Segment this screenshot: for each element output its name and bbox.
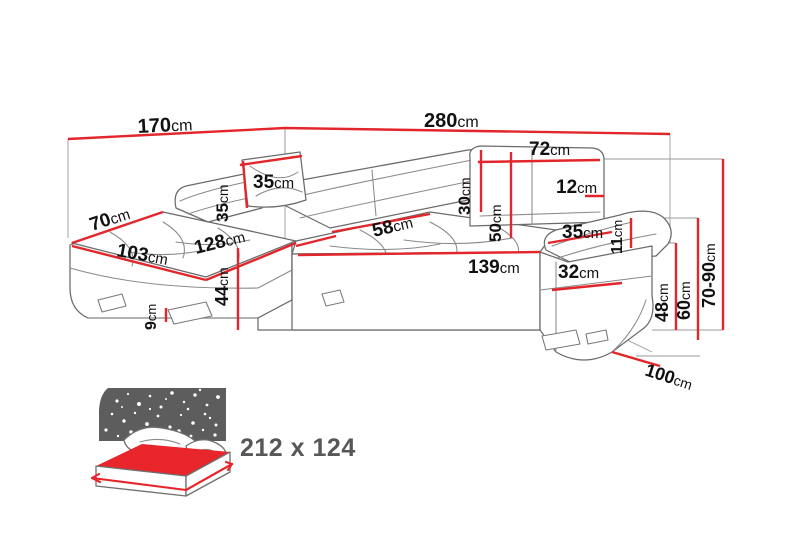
dim-line-32 bbox=[551, 281, 623, 292]
dim-line-103 bbox=[71, 244, 207, 282]
dim-label-pillow-height: 35cm bbox=[213, 184, 232, 222]
dim-line-100 bbox=[611, 350, 661, 368]
dim-label-60: 60cm bbox=[674, 281, 694, 320]
leg-front-left bbox=[97, 293, 127, 313]
dim-label-70-90: 70-90cm bbox=[699, 243, 719, 308]
dim-label-pillow-width: 35cm bbox=[253, 172, 294, 193]
bed-arrow-width-head-left bbox=[90, 472, 102, 484]
dim-label-139: 139cm bbox=[468, 257, 520, 278]
dim-line-128 bbox=[205, 241, 297, 282]
bed-size-inset: 212 x 124 bbox=[90, 388, 356, 497]
sofa-illustration bbox=[69, 145, 672, 361]
dim-label-30: 30cm bbox=[455, 177, 474, 215]
bed-mattress-top bbox=[96, 444, 230, 476]
dim-line-58-lower bbox=[295, 234, 337, 248]
leg-center bbox=[321, 289, 345, 307]
dim-label-50: 50cm bbox=[486, 204, 505, 242]
dim-label-armrest-35: 35cm bbox=[562, 222, 603, 243]
dim-line-139 bbox=[297, 250, 541, 257]
dim-label-70: 70cm bbox=[87, 203, 133, 236]
dim-label-72: 72cm bbox=[529, 139, 570, 160]
dimension-annotations: 170cm 280cm 35cm 35cm 72cm 30cm 50cm bbox=[67, 110, 725, 393]
dim-label-58: 58cm bbox=[370, 212, 415, 242]
dim-line-pillow-35w bbox=[239, 154, 303, 167]
dim-line-70 bbox=[71, 210, 164, 245]
dim-line-armrest-35 bbox=[547, 230, 613, 245]
bed-size-label: 212 x 124 bbox=[240, 434, 356, 462]
dim-line-58 bbox=[331, 212, 431, 234]
leg-right-side bbox=[585, 329, 609, 345]
dim-label-12: 12cm bbox=[556, 177, 597, 198]
dim-label-9: 9cm bbox=[143, 304, 160, 330]
dim-line-72 bbox=[477, 158, 601, 164]
corner-pillow bbox=[241, 151, 307, 208]
night-sky-backdrop bbox=[99, 388, 226, 441]
dim-line-pillow-35h bbox=[241, 160, 249, 209]
dim-label-280: 280cm bbox=[424, 110, 479, 132]
dim-label-44: 44cm bbox=[212, 267, 232, 306]
dim-label-32: 32cm bbox=[558, 262, 599, 283]
right-backrest-cushion bbox=[469, 145, 605, 227]
leg-right-front bbox=[541, 329, 581, 351]
dim-label-48: 48cm bbox=[652, 283, 672, 322]
dim-label-170: 170cm bbox=[137, 113, 193, 138]
dim-label-11: 11cm bbox=[609, 220, 626, 254]
dim-line-170-280 bbox=[67, 126, 671, 141]
bed-arrow-depth bbox=[184, 462, 234, 492]
leg-front-left-2 bbox=[167, 301, 213, 325]
